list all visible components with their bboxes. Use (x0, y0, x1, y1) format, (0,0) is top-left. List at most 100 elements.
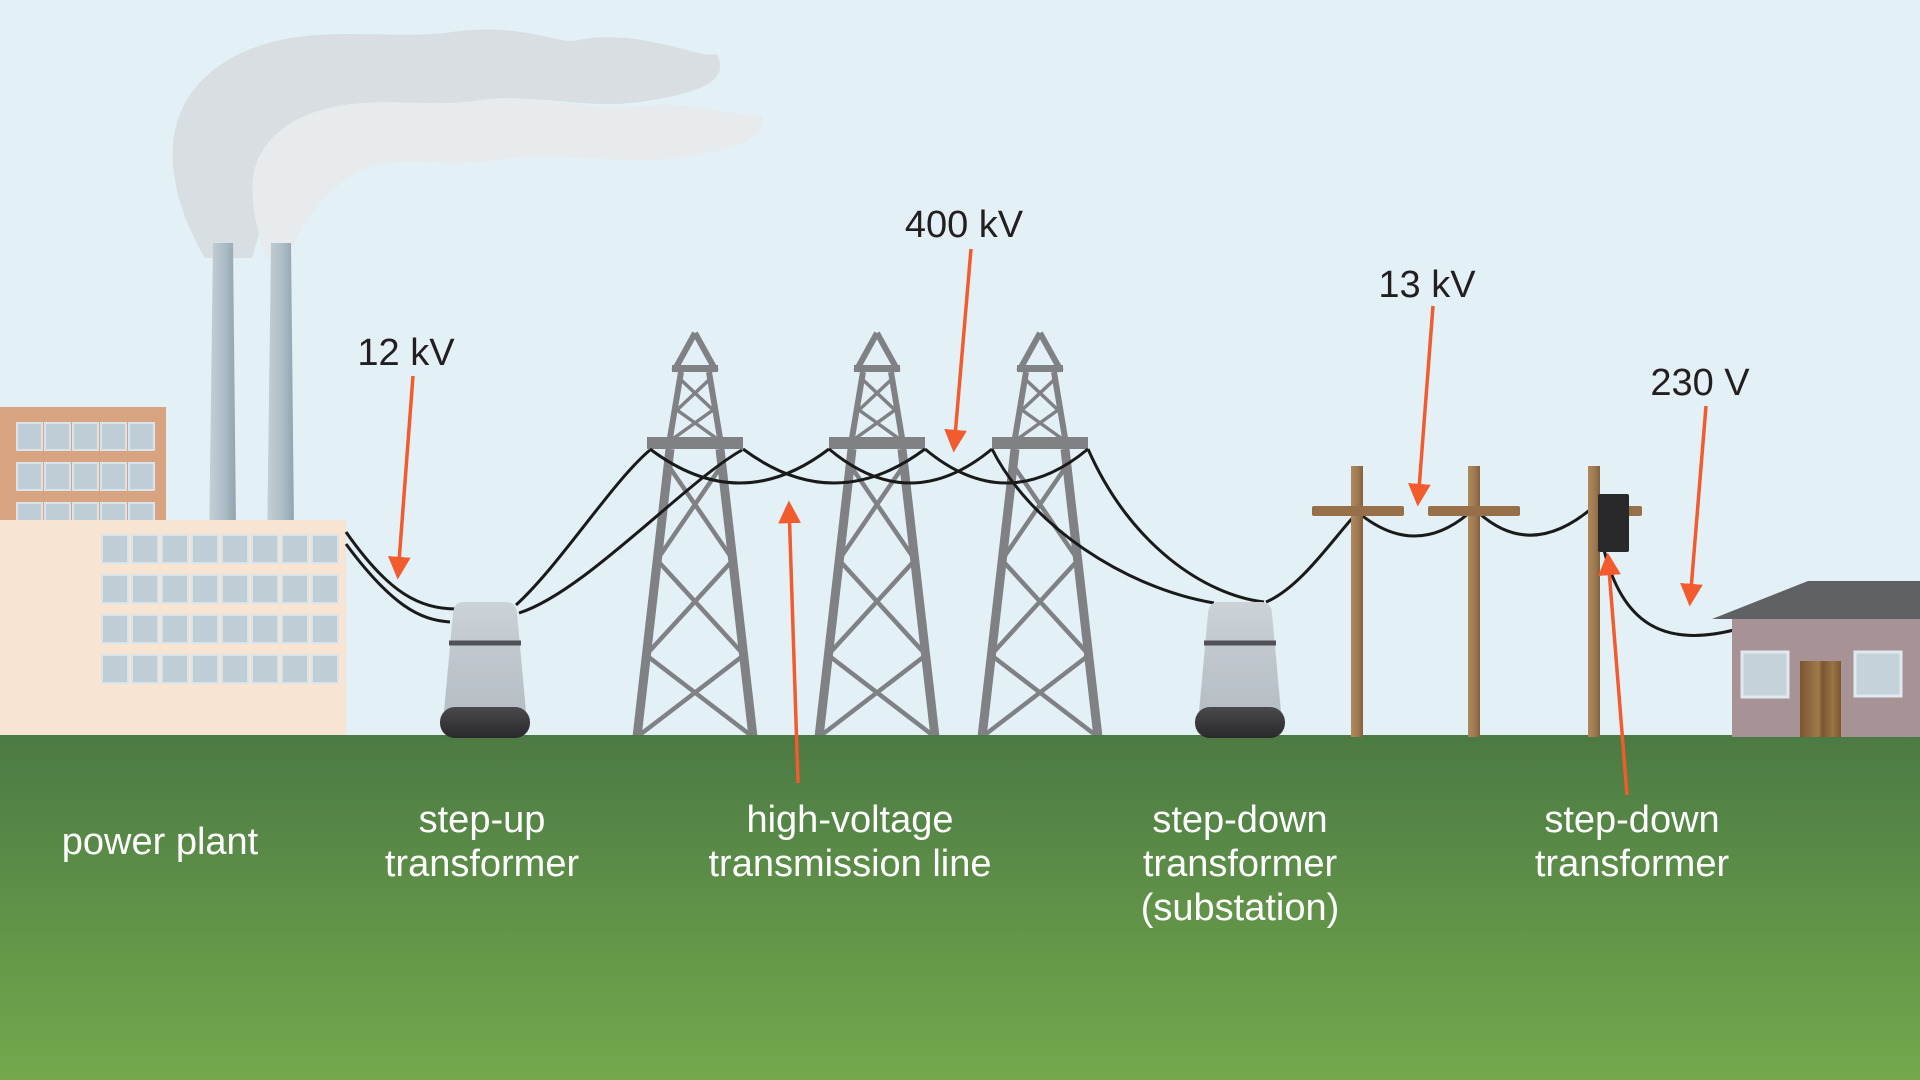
label-high-voltage-line: high-voltage transmission line (709, 799, 992, 885)
smoke-plumes (172, 29, 764, 258)
building-window (131, 654, 159, 684)
building-window (311, 574, 339, 604)
wire-tower3-to-substation-1 (990, 448, 1215, 605)
building-window (44, 422, 71, 451)
wire-span2-a (828, 447, 993, 485)
building-window (100, 462, 127, 491)
wire-span1-b (742, 447, 926, 485)
building-window (221, 574, 249, 604)
label-13kv: 13 kV (1378, 264, 1476, 306)
utility-pole-3 (1588, 466, 1642, 737)
rear-building-windows (16, 422, 155, 531)
arrow-12kv (388, 375, 415, 580)
building-window (251, 534, 279, 564)
svg-text:step-down: step-down (1544, 799, 1719, 841)
label-step-down-pole: step-down transformer (1535, 799, 1730, 885)
svg-text:high-voltage: high-voltage (746, 799, 953, 841)
building-window (281, 574, 309, 604)
svg-text:transformer: transformer (385, 843, 580, 885)
svg-text:transformer: transformer (1535, 843, 1730, 885)
wire-pole1-to-pole2 (1359, 512, 1469, 538)
building-window (161, 534, 189, 564)
building-window (191, 534, 219, 564)
svg-text:step-up: step-up (419, 799, 546, 841)
utility-pole-2 (1428, 466, 1520, 737)
crossarm (1428, 506, 1520, 516)
building-window (128, 462, 155, 491)
building-window (128, 422, 155, 451)
wire-stepup-to-tower1-2 (518, 448, 743, 615)
callout-arrows (388, 248, 1708, 796)
label-12kv: 12 kV (357, 332, 455, 374)
label-power-plant: power plant (62, 821, 259, 863)
component-labels: power plant step-up transformer high-vol… (62, 799, 1730, 929)
building-window (311, 654, 339, 684)
building-window (251, 614, 279, 644)
step-up-transformer (440, 602, 530, 738)
building-window (72, 422, 99, 451)
building-window (101, 534, 129, 564)
building-window (100, 422, 127, 451)
building-window (221, 654, 249, 684)
building-window (281, 614, 309, 644)
building-window (161, 574, 189, 604)
wire-tower3-to-substation-2 (1086, 448, 1265, 604)
building-window (191, 574, 219, 604)
arrow-hv-line (778, 500, 801, 784)
label-230v: 230 V (1650, 362, 1750, 404)
building-window (251, 654, 279, 684)
power-plant-front-building (0, 520, 346, 738)
building-window (16, 422, 43, 451)
svg-text:(substation): (substation) (1141, 887, 1340, 929)
svg-text:transmission line: transmission line (709, 843, 992, 885)
house-roof (1712, 581, 1920, 619)
label-step-up-transformer: step-up transformer (385, 799, 580, 885)
building-window (101, 614, 129, 644)
house-window-left (1740, 650, 1790, 699)
pole-mounted-transformer-box (1598, 494, 1629, 552)
arrow-400kv (944, 248, 973, 453)
smoke-plume-back (172, 29, 721, 258)
building-window (161, 614, 189, 644)
label-step-down-substation: step-down transformer (substation) (1141, 799, 1340, 929)
building-window (101, 574, 129, 604)
arrow-13kv (1408, 305, 1435, 507)
arrow-230v (1680, 405, 1708, 607)
wire-substation-to-pole1 (1265, 512, 1358, 604)
smoke-plume-front (252, 98, 764, 258)
utility-poles (1312, 466, 1642, 737)
wire-span2-b (924, 447, 1089, 485)
building-window (72, 462, 99, 491)
ground (0, 735, 1920, 1080)
building-window (16, 462, 43, 491)
power-lines (344, 447, 1735, 638)
building-window (161, 654, 189, 684)
building-window (281, 654, 309, 684)
voltage-labels: 12 kV 400 kV 13 kV 230 V (357, 204, 1750, 404)
building-window (44, 462, 71, 491)
front-building-windows (101, 534, 339, 684)
building-window (131, 574, 159, 604)
wire-plant-to-stepup-2 (344, 543, 451, 624)
house-window-right (1853, 650, 1903, 698)
house-door (1800, 661, 1841, 737)
wire-stepup-to-tower1-1 (514, 448, 651, 607)
building-window (101, 654, 129, 684)
wire-span1-a (649, 447, 830, 485)
house (1712, 581, 1920, 737)
building-window (281, 534, 309, 564)
svg-text:transformer: transformer (1143, 843, 1338, 885)
label-400kv: 400 kV (905, 204, 1024, 246)
building-window (251, 574, 279, 604)
wire-plant-to-stepup-1 (344, 531, 456, 611)
svg-text:step-down: step-down (1152, 799, 1327, 841)
building-window (131, 534, 159, 564)
crossarm (1312, 506, 1404, 516)
building-window (311, 614, 339, 644)
building-window (191, 614, 219, 644)
building-window (191, 654, 219, 684)
step-down-substation-transformer (1195, 602, 1285, 738)
wire-pole2-to-pole3 (1479, 499, 1602, 537)
